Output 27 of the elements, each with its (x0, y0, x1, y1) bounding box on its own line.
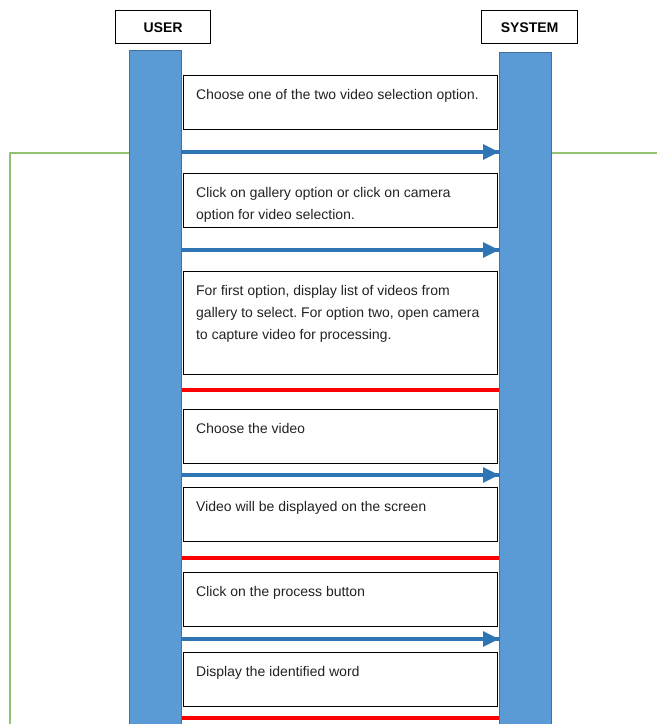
message-box (183, 75, 498, 130)
actor-label: SYSTEM (500, 19, 558, 35)
message-arrow (182, 242, 499, 258)
message-box (183, 173, 498, 228)
message-box (183, 487, 498, 542)
message-box (183, 409, 498, 464)
message-text: For first option, display list of videos from gallery to select. For option two, open camera to capture video for processing. (196, 282, 480, 342)
lifeline-bar (499, 52, 552, 724)
message-arrow (182, 631, 499, 647)
actor-box (481, 10, 578, 44)
message-arrow (182, 467, 499, 483)
message-text: Choose the video (196, 420, 305, 436)
return-line (182, 716, 499, 720)
message-box (183, 572, 498, 627)
message-box (183, 271, 498, 375)
message-text: Click on the process button (196, 583, 365, 599)
message-text: Click on gallery option or click on camera option for video selection. (196, 184, 450, 222)
message-text: Choose one of the two video selection option. (196, 86, 479, 102)
return-line (182, 388, 499, 392)
return-line (182, 556, 499, 560)
lifeline-bar (129, 50, 182, 724)
actor-box (115, 10, 211, 44)
message-arrow (182, 144, 499, 160)
actor-label: USER (144, 19, 182, 35)
message-text: Video will be displayed on the screen (196, 498, 426, 514)
message-box (183, 652, 498, 707)
message-text: Display the identified word (196, 663, 360, 679)
